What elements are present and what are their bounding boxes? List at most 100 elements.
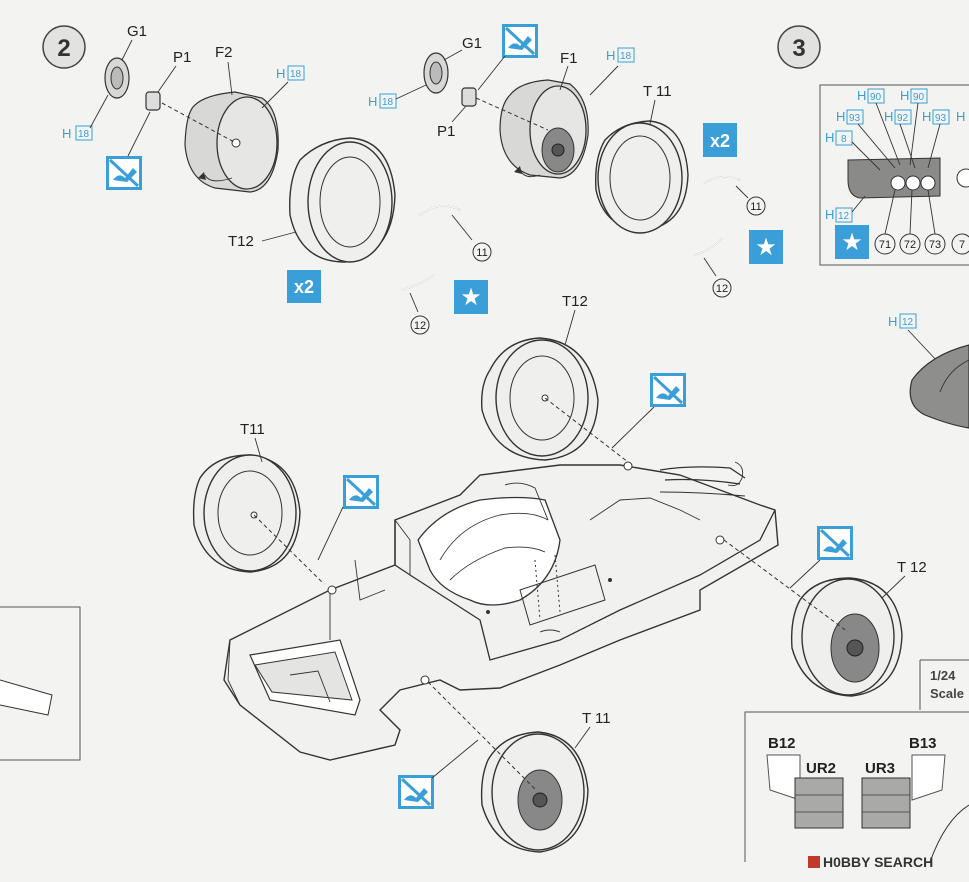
label-p1-left: P1 xyxy=(173,49,191,66)
svg-text:11: 11 xyxy=(476,247,487,259)
svg-text:12: 12 xyxy=(414,320,426,332)
paint-ref-h18-a: H 18 xyxy=(276,65,305,81)
svg-text:★: ★ xyxy=(755,233,777,261)
no-glue-icon-mid xyxy=(650,373,686,407)
paint-ref-h12-b: H 12 xyxy=(888,313,917,329)
label-t11-left: T11 xyxy=(240,421,265,438)
label-t12-right: T 12 xyxy=(897,559,927,576)
decal-b13: B13 xyxy=(909,735,937,752)
decal-ur3: UR3 xyxy=(865,760,895,777)
paint-ref-h93-b: H 93 H xyxy=(922,109,965,125)
decal-b12: B12 xyxy=(768,735,796,752)
star-icon-right: ★ xyxy=(749,230,783,264)
label-t11-top: T 11 xyxy=(643,83,672,100)
wheel-cap-g1-right xyxy=(423,52,449,94)
step-3-number: 3 xyxy=(792,35,805,62)
decal-box: B12 UR2 UR3 B13 xyxy=(744,711,969,863)
no-glue-icon-right xyxy=(817,526,853,560)
clip-12-left: 12 xyxy=(401,274,435,335)
svg-text:18: 18 xyxy=(382,97,394,108)
decal-ur2: UR2 xyxy=(806,760,836,777)
svg-text:1/24: 1/24 xyxy=(930,668,956,683)
svg-text:93: 93 xyxy=(849,113,861,124)
svg-text:x2: x2 xyxy=(710,131,730,151)
paint-ref-h93-a: H 93 xyxy=(836,109,864,125)
svg-text:18: 18 xyxy=(620,51,632,62)
tire-t11-bottom xyxy=(480,731,589,853)
svg-text:12: 12 xyxy=(716,283,728,295)
chassis-tub xyxy=(223,461,779,761)
callout-71: 71 xyxy=(874,233,896,255)
tire-t12-mid xyxy=(480,337,599,461)
paint-ref-h18-b: H 18 xyxy=(62,125,93,141)
svg-text:8: 8 xyxy=(841,134,847,145)
label-t12-mid: T12 xyxy=(562,293,588,310)
svg-text:H: H xyxy=(825,207,834,222)
body-part-right-edge xyxy=(909,344,969,429)
left-edge-panel xyxy=(0,606,81,761)
label-g1-right: G1 xyxy=(462,35,482,52)
label-t11-bottom: T 11 xyxy=(582,710,611,727)
star-icon-panel: ★ xyxy=(835,225,869,259)
paint-ref-h18-d: H 18 xyxy=(606,47,635,63)
clip-11-left: 11 xyxy=(419,205,492,262)
svg-text:90: 90 xyxy=(913,92,925,103)
svg-text:★: ★ xyxy=(841,228,863,256)
callout-7x: 7 xyxy=(951,233,969,255)
no-glue-icon-left-mid xyxy=(343,475,379,509)
paint-ref-h18-c: H 18 xyxy=(368,93,397,109)
svg-text:H: H xyxy=(888,314,897,329)
multiplier-x2-left: x2 xyxy=(287,270,321,303)
svg-text:H: H xyxy=(857,88,866,103)
svg-text:H: H xyxy=(276,66,285,81)
svg-text:H: H xyxy=(62,126,71,141)
svg-text:x2: x2 xyxy=(294,277,314,297)
svg-text:90: 90 xyxy=(870,92,882,103)
svg-text:18: 18 xyxy=(290,69,302,80)
no-glue-icon-left xyxy=(106,156,142,190)
watermark: H0BBY SEARCH xyxy=(808,854,933,870)
svg-text:H: H xyxy=(956,109,965,124)
pin-p1-right xyxy=(461,87,477,107)
star-icon-left: ★ xyxy=(454,280,488,314)
svg-text:H: H xyxy=(922,109,931,124)
svg-text:71: 71 xyxy=(879,239,891,251)
label-p1-right: P1 xyxy=(437,123,455,140)
svg-text:18: 18 xyxy=(78,129,90,140)
scale-box: 1/24 Scale xyxy=(919,659,969,710)
label-f1: F1 xyxy=(560,50,578,67)
svg-text:H: H xyxy=(825,130,834,145)
svg-text:H: H xyxy=(884,109,893,124)
svg-text:12: 12 xyxy=(902,317,914,328)
svg-text:H: H xyxy=(900,88,909,103)
svg-text:12: 12 xyxy=(838,211,850,222)
svg-text:★: ★ xyxy=(460,283,482,311)
tire-t11-top xyxy=(595,120,689,234)
svg-text:H: H xyxy=(606,48,615,63)
label-t12-top: T12 xyxy=(228,233,254,250)
paint-ref-h90-a: H 90 xyxy=(857,88,885,104)
wheel-cap-g1-left xyxy=(104,57,130,99)
step-2-badge: 2 xyxy=(42,25,86,69)
svg-text:11: 11 xyxy=(750,201,761,213)
no-glue-icon-bottom xyxy=(398,775,434,809)
clip-12-right: 12 xyxy=(693,237,732,298)
svg-text:92: 92 xyxy=(897,113,909,124)
tire-t11-left xyxy=(192,454,301,573)
rim-f1 xyxy=(499,79,589,179)
svg-text:H: H xyxy=(368,94,377,109)
svg-text:H0BBY SEARCH: H0BBY SEARCH xyxy=(823,854,933,870)
paint-ref-h90-b: H 90 xyxy=(900,88,928,104)
svg-text:Scale: Scale xyxy=(930,686,964,701)
callout-73: 73 xyxy=(924,233,946,255)
pin-p1-left xyxy=(145,91,161,111)
label-f2: F2 xyxy=(215,44,233,61)
callout-72: 72 xyxy=(899,233,921,255)
svg-text:93: 93 xyxy=(935,113,947,124)
no-glue-icon-top-right xyxy=(502,24,538,58)
paint-detail-panel: H 90 H 90 H 93 H 92 H 93 H H 8 xyxy=(819,84,969,266)
step-3-badge: 3 xyxy=(777,25,821,69)
label-g1-left: G1 xyxy=(127,23,147,40)
multiplier-x2-right: x2 xyxy=(703,123,737,157)
